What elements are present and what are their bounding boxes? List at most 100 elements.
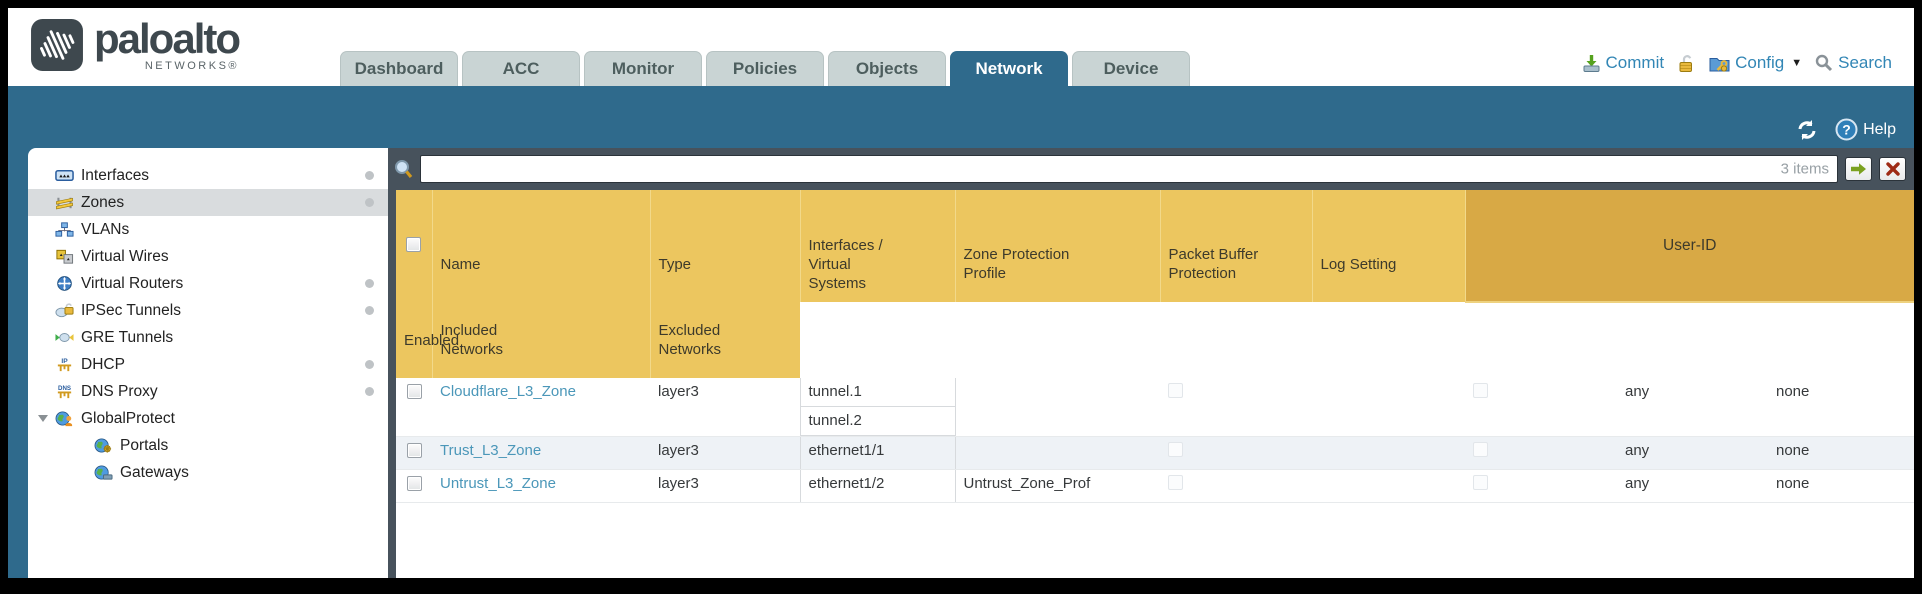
sidebar-label: Virtual Routers <box>81 274 184 292</box>
config-caret-icon: ▼ <box>1791 57 1803 69</box>
sidebar-label: Interfaces <box>81 166 150 184</box>
sidebar-label: DNS Proxy <box>81 382 158 400</box>
sidebar-item-gre-tunnels[interactable]: GRE Tunnels <box>28 324 388 351</box>
help-label: Help <box>1863 120 1896 138</box>
status-dot <box>365 198 374 207</box>
col-header-name[interactable]: Name <box>432 190 651 302</box>
content-area: Interfaces Zones <box>8 148 1914 578</box>
row-checkbox[interactable] <box>406 443 422 458</box>
commit-icon <box>1583 54 1600 72</box>
expander-icon[interactable] <box>38 415 48 422</box>
sidebar-item-virtual-routers[interactable]: Virtual Routers <box>28 270 388 297</box>
config-icon <box>1709 57 1730 72</box>
status-dot <box>365 306 374 315</box>
excluded-networks: none <box>1768 436 1914 470</box>
svg-text:?: ? <box>1842 122 1851 138</box>
help-icon: ? <box>1835 118 1858 141</box>
zone-type: layer3 <box>650 469 800 503</box>
config-label: Config <box>1735 53 1785 72</box>
tab-monitor[interactable]: Monitor <box>584 51 702 86</box>
excluded-networks: none <box>1768 378 1914 437</box>
col-header-log-setting[interactable]: Log Setting <box>1312 190 1466 302</box>
col-header-packet-buffer-protection[interactable]: Packet Buffer Protection <box>1160 190 1313 302</box>
dhcp-icon: IP <box>57 358 72 372</box>
main-nav-tabs: Dashboard ACC Monitor Policies Objects N… <box>340 51 1190 86</box>
apply-filter-button[interactable] <box>1845 157 1872 181</box>
vlans-icon <box>55 222 74 237</box>
tab-policies[interactable]: Policies <box>706 51 824 86</box>
filter-search-icon <box>395 160 413 179</box>
table-row: Untrust_L3_Zone layer3 ethernet1/2 Untru… <box>396 469 1914 503</box>
included-networks: any <box>1617 469 1768 503</box>
sidebar-label: Gateways <box>120 463 189 481</box>
interface-item: tunnel.2 <box>800 407 955 436</box>
user-id-enabled-checkbox <box>1473 475 1488 490</box>
row-checkbox[interactable] <box>406 476 422 491</box>
commit-label: Commit <box>1605 53 1665 72</box>
sidebar-item-dhcp[interactable]: IP DHCP <box>28 351 388 378</box>
refresh-icon <box>1798 120 1816 140</box>
status-dot <box>365 279 374 288</box>
tab-objects[interactable]: Objects <box>828 51 946 86</box>
green-arrow-icon <box>1851 163 1866 175</box>
zones-icon <box>56 197 73 210</box>
search-label: Search <box>1838 53 1892 72</box>
tab-device[interactable]: Device <box>1072 51 1190 86</box>
masthead-utilities: Commit Config ▼ <box>1582 53 1892 73</box>
col-header-enabled[interactable]: Enabled <box>396 302 459 378</box>
zones-table: Name Type Interfaces / Virtual Systems Z… <box>396 190 1914 503</box>
sidebar-item-globalprotect[interactable]: GlobalProtect <box>28 405 388 432</box>
sidebar-item-vlans[interactable]: VLANs <box>28 216 388 243</box>
refresh-button[interactable] <box>1795 119 1819 141</box>
status-dot <box>365 360 374 369</box>
col-header-type[interactable]: Type <box>650 190 801 302</box>
col-header-excluded-networks[interactable]: Excluded Networks <box>650 302 800 378</box>
sidebar-item-portals[interactable]: Portals <box>28 432 388 459</box>
zone-interfaces: ethernet1/1 <box>799 436 956 470</box>
clear-filter-button[interactable] <box>1879 157 1906 181</box>
table-row: Trust_L3_Zone layer3 ethernet1/1 any non… <box>396 436 1914 470</box>
brand-name: paloalto <box>94 14 241 62</box>
sidebar-item-zones[interactable]: Zones <box>28 189 388 216</box>
row-checkbox[interactable] <box>406 384 422 399</box>
page-banner: ? Help <box>8 86 1914 148</box>
brand-sub: NETWORKS® <box>144 59 240 72</box>
filter-toolbar: 3 items <box>388 148 1914 190</box>
zone-name-link[interactable]: Untrust_L3_Zone <box>440 475 556 492</box>
zone-name-link[interactable]: Trust_L3_Zone <box>440 442 542 459</box>
sidebar-label: VLANs <box>81 220 130 238</box>
zone-protection-profile <box>955 378 1160 437</box>
status-dot <box>365 387 374 396</box>
commit-button[interactable]: Commit <box>1582 53 1665 73</box>
tab-network[interactable]: Network <box>950 51 1068 86</box>
gateways-icon <box>94 465 113 480</box>
col-header-included-networks[interactable]: Included Networks <box>432 302 651 378</box>
packet-buffer-checkbox <box>1168 442 1183 457</box>
col-header-zone-protection-profile[interactable]: Zone Protection Profile <box>955 190 1161 302</box>
help-button[interactable]: ? Help <box>1835 118 1896 141</box>
zone-interfaces: ethernet1/2 <box>799 469 956 503</box>
global-search-button[interactable]: Search <box>1815 53 1892 73</box>
tab-acc[interactable]: ACC <box>462 51 580 86</box>
masthead: paloalto NETWORKS® Dashboard ACC Monitor… <box>8 8 1914 86</box>
config-menu-button[interactable]: Config ▼ <box>1709 53 1802 73</box>
virtual-routers-icon <box>57 276 72 291</box>
svg-text:IP: IP <box>61 358 68 365</box>
lock-button[interactable] <box>1677 54 1696 73</box>
user-id-enabled-checkbox <box>1473 442 1488 457</box>
sidebar-item-interfaces[interactable]: Interfaces <box>28 162 388 189</box>
sidebar-label: IPSec Tunnels <box>81 301 181 319</box>
sidebar-item-virtual-wires[interactable]: Virtual Wires <box>28 243 388 270</box>
sidebar-item-ipsec-tunnels[interactable]: IPSec Tunnels <box>28 297 388 324</box>
select-all-checkbox[interactable] <box>406 236 422 252</box>
sidebar-label: DHCP <box>81 355 125 373</box>
sidebar-item-gateways[interactable]: Gateways <box>28 459 388 486</box>
tab-dashboard[interactable]: Dashboard <box>340 51 458 86</box>
filter-input[interactable] <box>420 155 1838 183</box>
zones-table-area: Name Type Interfaces / Virtual Systems Z… <box>396 190 1914 578</box>
ipsec-tunnels-icon <box>55 303 74 318</box>
zone-name-link[interactable]: Cloudflare_L3_Zone <box>440 383 576 400</box>
col-header-interfaces[interactable]: Interfaces / Virtual Systems <box>800 190 956 302</box>
sidebar-item-dns-proxy[interactable]: DNS DNS Proxy <box>28 378 388 405</box>
